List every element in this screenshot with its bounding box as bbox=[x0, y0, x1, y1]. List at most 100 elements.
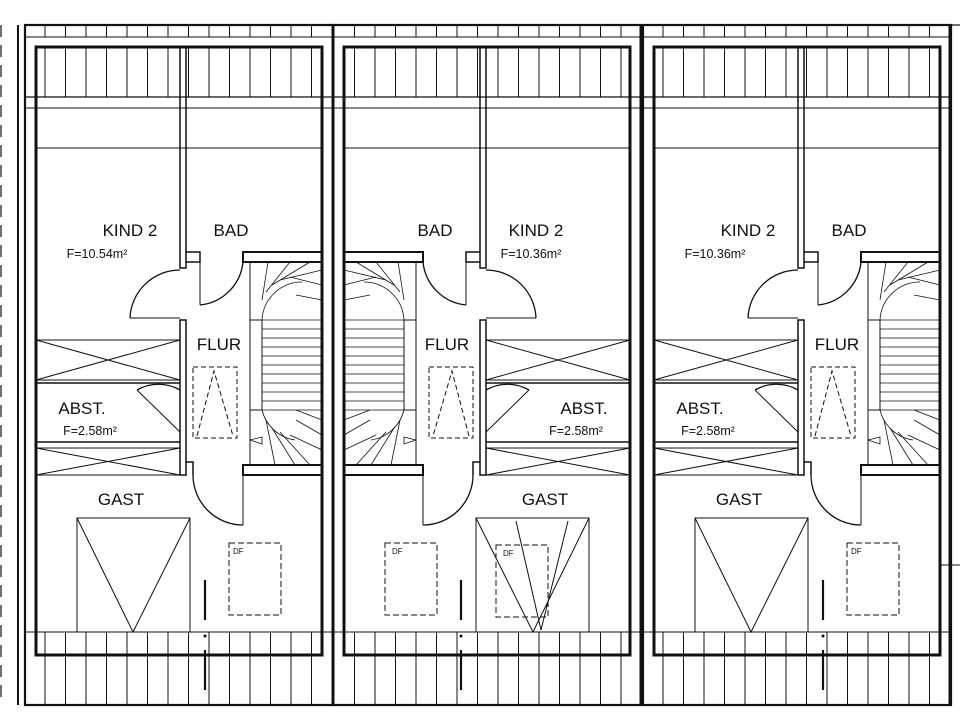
stair-arrow bbox=[249, 436, 263, 445]
bad-door-arc bbox=[817, 261, 862, 306]
stair-winder bbox=[897, 431, 929, 466]
line bbox=[485, 339, 631, 381]
stair-winder bbox=[913, 294, 941, 301]
room-name-flur: FLUR bbox=[197, 335, 241, 354]
stair-arrow bbox=[403, 436, 417, 445]
wardrobe-outline bbox=[76, 517, 191, 633]
room-name-kind: KIND 2 bbox=[721, 221, 776, 240]
section-dot bbox=[821, 634, 825, 638]
neighbour-edges bbox=[0, 24, 960, 705]
stair-winder bbox=[343, 276, 377, 286]
stair-winder bbox=[883, 261, 909, 293]
partition-wall bbox=[179, 46, 187, 269]
polyline bbox=[515, 520, 569, 631]
door-leaf bbox=[754, 389, 799, 433]
df-label: DF bbox=[503, 549, 514, 558]
room-name-gast: GAST bbox=[522, 490, 568, 509]
skylight-outline bbox=[810, 366, 856, 439]
line bbox=[485, 447, 631, 476]
skylight-triangle bbox=[432, 369, 470, 437]
room-name-bad: BAD bbox=[418, 221, 453, 240]
bath-wall bbox=[242, 251, 323, 263]
section-dot bbox=[459, 634, 463, 638]
inner-wall bbox=[34, 45, 324, 657]
wall-return bbox=[804, 461, 812, 475]
bad-door-arc bbox=[422, 261, 467, 306]
wall-return bbox=[186, 461, 194, 475]
partition-wall bbox=[479, 46, 487, 269]
stair-winder bbox=[883, 419, 894, 466]
room-area-kind: F=10.36m² bbox=[685, 247, 746, 261]
line bbox=[35, 447, 181, 476]
wardrobe-outline bbox=[694, 517, 809, 633]
stair-winder bbox=[265, 261, 291, 293]
stair-walkline bbox=[261, 409, 296, 441]
stair-winder bbox=[355, 431, 387, 466]
stair-winder bbox=[897, 269, 941, 281]
line bbox=[653, 447, 799, 476]
skylight-triangle bbox=[814, 369, 852, 437]
stair-walkline bbox=[261, 281, 303, 321]
stair-winder bbox=[279, 431, 311, 466]
abst-door-arc bbox=[754, 383, 799, 391]
gast-door-arc bbox=[422, 474, 474, 526]
room-name-flur: FLUR bbox=[815, 335, 859, 354]
stair-winder bbox=[271, 261, 311, 286]
door-leaf bbox=[136, 389, 181, 433]
wall-return bbox=[804, 251, 819, 263]
stair-walkline bbox=[879, 281, 921, 321]
stair-winder bbox=[343, 269, 387, 281]
room-name-abst: ABST. bbox=[560, 399, 607, 418]
room-name-bad: BAD bbox=[214, 221, 249, 240]
stair-winder bbox=[889, 427, 914, 466]
room-area-abst: F=2.58m² bbox=[681, 424, 735, 438]
line bbox=[35, 339, 181, 381]
wardrobe-triangle bbox=[475, 517, 590, 634]
stair-wall bbox=[242, 464, 323, 476]
inner-wall bbox=[342, 45, 632, 657]
gast-door-arc bbox=[192, 474, 244, 526]
stair-outline bbox=[867, 261, 941, 466]
stair-winder bbox=[265, 419, 276, 466]
storage-box bbox=[653, 447, 799, 476]
stair-winder bbox=[271, 427, 296, 466]
stair-outline bbox=[343, 261, 417, 466]
abst-door-arc bbox=[485, 383, 530, 391]
roof-window-dashed bbox=[384, 542, 438, 616]
bath-wall bbox=[343, 251, 424, 263]
storage-box bbox=[485, 339, 631, 381]
partition-wall bbox=[797, 319, 805, 476]
skylight-triangle bbox=[196, 369, 234, 437]
room-name-gast: GAST bbox=[716, 490, 762, 509]
stair-winder bbox=[343, 294, 371, 301]
stair-winder bbox=[390, 419, 401, 466]
roof-window-dashed bbox=[228, 542, 282, 616]
storage-box bbox=[485, 447, 631, 476]
stair-winder bbox=[879, 261, 887, 301]
stair-winder bbox=[295, 409, 323, 421]
storage-box bbox=[653, 339, 799, 381]
wall-return bbox=[465, 251, 480, 263]
room-name-gast: GAST bbox=[98, 490, 144, 509]
room-area-abst: F=2.58m² bbox=[63, 424, 117, 438]
partition-wall bbox=[179, 319, 187, 476]
skylight-outline bbox=[428, 366, 474, 439]
partition-wall bbox=[797, 46, 805, 269]
stair-winder bbox=[261, 261, 269, 301]
wardrobe-outline bbox=[475, 517, 590, 633]
stair-winder bbox=[343, 419, 371, 436]
room-name-bad: BAD bbox=[832, 221, 867, 240]
stair-winder bbox=[343, 409, 371, 421]
df-label: DF bbox=[392, 547, 403, 556]
stair-winder bbox=[295, 294, 323, 301]
room-name-kind: KIND 2 bbox=[103, 221, 158, 240]
door-leaf bbox=[485, 389, 530, 433]
room-name-kind: KIND 2 bbox=[509, 221, 564, 240]
kind-door-arc bbox=[485, 269, 537, 319]
wall-return bbox=[472, 461, 480, 475]
stair-winder bbox=[907, 276, 941, 286]
room-area-kind: F=10.54m² bbox=[67, 247, 128, 261]
roof-window-dashed bbox=[495, 544, 549, 618]
stair-winder bbox=[295, 419, 323, 436]
